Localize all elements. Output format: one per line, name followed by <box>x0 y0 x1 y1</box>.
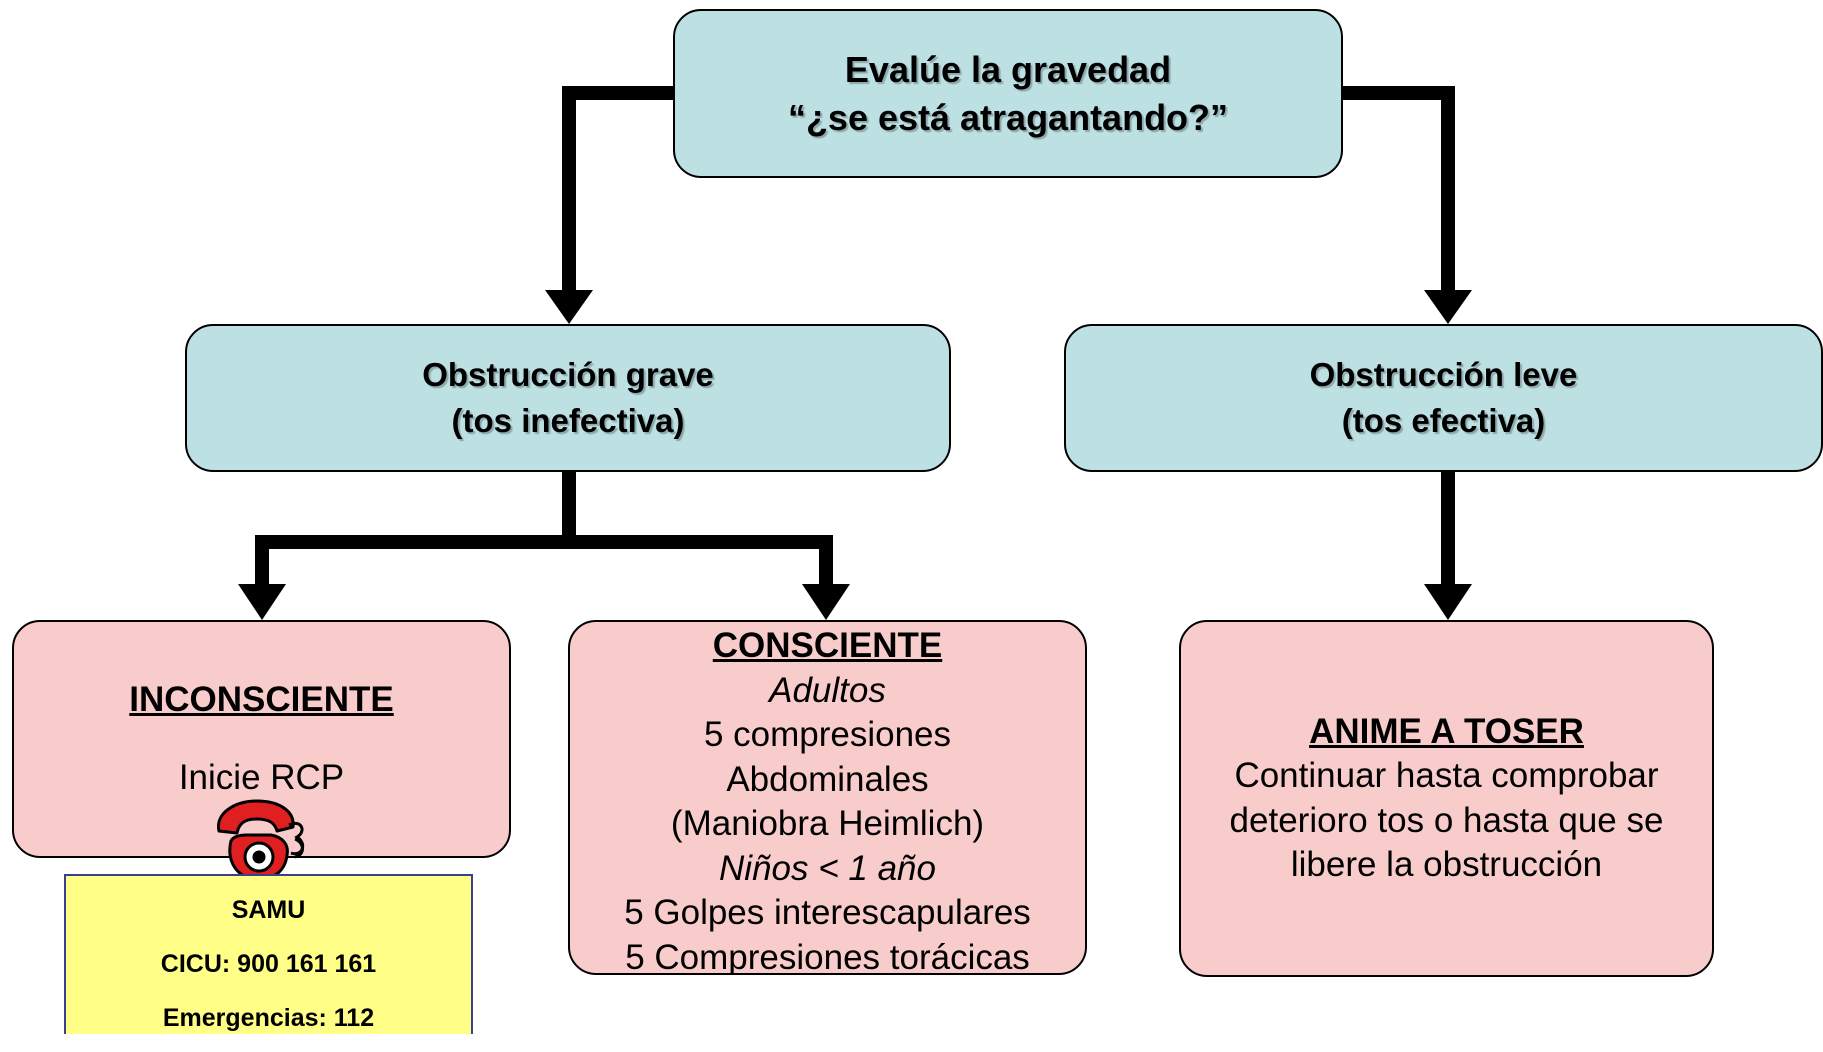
encourage-cough-box: ANIME A TOSER Continuar hasta comprobar … <box>1179 620 1714 977</box>
mild-obstruction-title: Obstrucción leve <box>1309 356 1578 393</box>
arrowhead-anime <box>1424 584 1472 620</box>
start-cpr-text: Inicie RCP <box>178 758 345 797</box>
adults-step3: (Maniobra Heimlich) <box>670 804 985 843</box>
encourage-cough-title: ANIME A TOSER <box>1309 711 1584 751</box>
arrowhead-grave <box>545 290 593 324</box>
adults-label: Adultos <box>769 670 886 710</box>
conscious-title: CONSCIENTE <box>712 626 943 665</box>
arrow-grave-to-inconsciente <box>255 535 833 595</box>
encourage-cough-line1: Continuar hasta comprobar <box>1234 756 1659 795</box>
arrowhead-leve <box>1424 290 1472 324</box>
adults-step1: 5 compresiones <box>703 715 952 754</box>
infants-step1: 5 Golpes interescapulares <box>624 893 1031 932</box>
conscious-box: CONSCIENTE Adultos 5 compresiones Abdomi… <box>568 620 1087 975</box>
emergency-contacts-box: SAMU CICU: 900 161 161 Emergencias: 112 <box>64 874 473 1034</box>
mild-obstruction-subtitle: (tos efectiva) <box>1341 402 1546 439</box>
severe-obstruction-subtitle: (tos inefectiva) <box>451 402 685 439</box>
assess-severity-box: Evalúe la gravedad “¿se está atragantand… <box>673 9 1343 178</box>
encourage-cough-line2: deterioro tos o hasta que se <box>1229 800 1664 840</box>
arrowhead-inconsciente <box>238 584 286 620</box>
emergency-phone: Emergencias: 112 <box>162 1004 375 1032</box>
samu-label: SAMU <box>231 896 306 924</box>
cicu-phone: CICU: 900 161 161 <box>160 950 377 978</box>
severe-obstruction-title: Obstrucción grave <box>422 356 714 393</box>
adults-step2: Abdominales <box>726 759 929 799</box>
unconscious-title: INCONSCIENTE <box>129 680 394 719</box>
assess-severity-line1: Evalúe la gravedad <box>844 48 1172 90</box>
arrow-top-to-leve <box>1343 86 1455 300</box>
arrowhead-consciente <box>802 584 850 620</box>
severe-obstruction-box: Obstrucción grave (tos inefectiva) <box>185 324 951 472</box>
telephone-icon <box>217 799 305 881</box>
assess-severity-line2: “¿se está atragantando?” <box>787 96 1229 138</box>
encourage-cough-line3: libere la obstrucción <box>1290 845 1603 884</box>
mild-obstruction-box: Obstrucción leve (tos efectiva) <box>1064 324 1823 472</box>
infants-label: Niños < 1 año <box>719 848 936 888</box>
infants-step2: 5 Compresiones torácicas <box>625 937 1030 975</box>
arrow-top-to-grave <box>562 86 673 300</box>
